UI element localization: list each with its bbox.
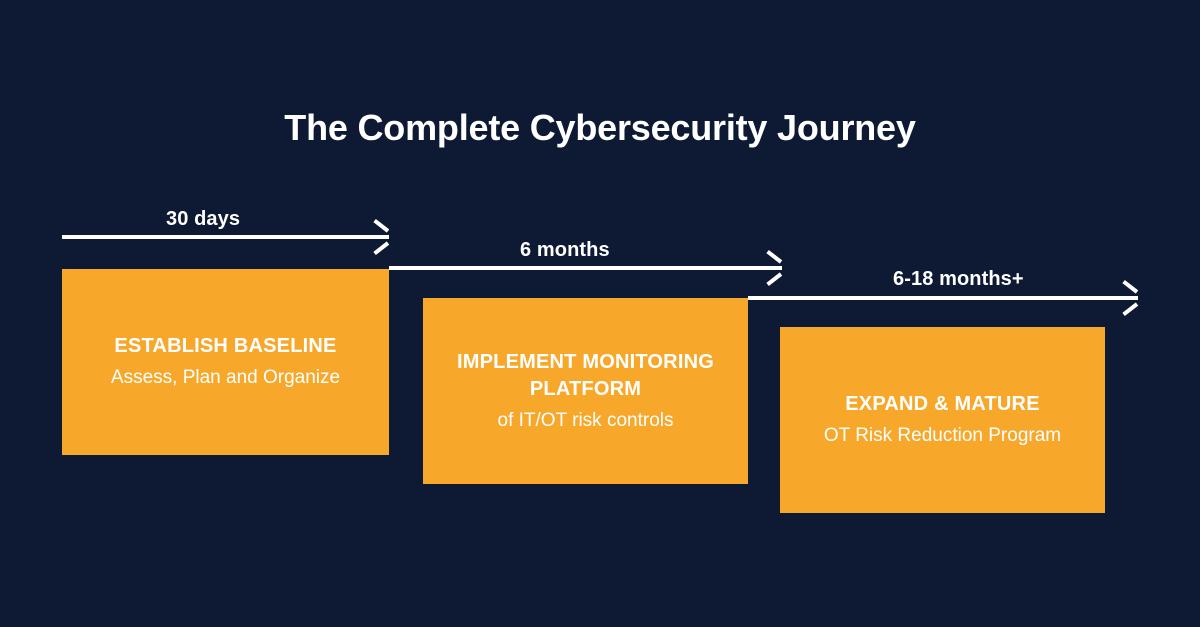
timeline-arrow-label-2: 6 months <box>520 239 610 261</box>
stage-subtitle: OT Risk Reduction Program <box>823 425 1062 446</box>
arrow-line <box>389 266 782 270</box>
timeline-arrow-label-3: 6-18 months+ <box>893 268 1024 290</box>
arrow-head-icon <box>367 226 389 248</box>
stage-card-establish-baseline: ESTABLISH BASELINE Assess, Plan and Orga… <box>62 269 389 455</box>
stage-subtitle: Assess, Plan and Organize <box>110 367 341 388</box>
arrow-line <box>62 235 389 239</box>
stage-card-implement-monitoring-platform: IMPLEMENT MONITORING PLATFORM of IT/OT r… <box>423 298 748 484</box>
timeline-arrow-1 <box>62 226 389 248</box>
stage-title: ESTABLISH BASELINE <box>114 335 337 357</box>
timeline-arrow-2 <box>389 257 782 279</box>
stage-title: IMPLEMENT MONITORING PLATFORM <box>457 350 714 400</box>
timeline-arrow-label-1: 30 days <box>166 208 241 230</box>
page-title: The Complete Cybersecurity Journey <box>284 107 916 148</box>
arrow-line <box>748 296 1138 300</box>
timeline-arrow-3 <box>748 287 1138 309</box>
stage-subtitle: of IT/OT risk controls <box>497 409 674 431</box>
stage-card-expand-and-mature: EXPAND & MATURE OT Risk Reduction Progra… <box>780 327 1105 513</box>
arrow-head-icon <box>760 257 782 279</box>
arrow-head-icon <box>1116 287 1138 309</box>
stage-title: EXPAND & MATURE <box>845 393 1040 415</box>
